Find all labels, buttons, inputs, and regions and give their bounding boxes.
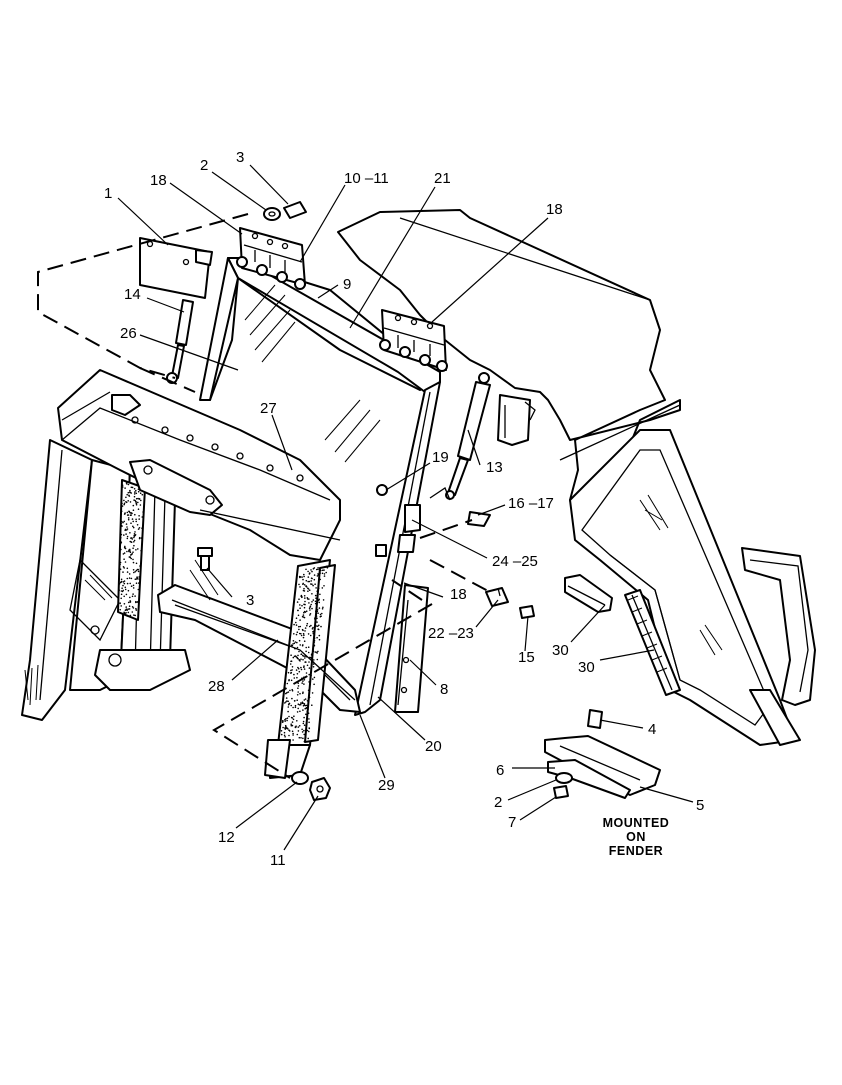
callout-5: 5 — [696, 797, 704, 814]
callout-27: 27 — [260, 400, 277, 417]
callout-9: 9 — [343, 276, 351, 293]
callout-19: 19 — [432, 449, 449, 466]
gas-strut-right — [445, 372, 536, 500]
lower-door-frame — [171, 599, 356, 779]
callout-4: 4 — [648, 721, 656, 738]
callout-16-17: 16 –17 — [508, 495, 554, 512]
callout-21: 21 — [434, 170, 451, 187]
callout-20: 20 — [425, 738, 442, 755]
cab-roof-shell — [337, 209, 681, 531]
callout-10-11: 10 –11 — [344, 170, 389, 187]
note-line-2: ON — [626, 830, 646, 844]
channel-seal-long — [624, 589, 681, 696]
header-crossbeam — [57, 369, 341, 561]
right-side-window — [569, 429, 816, 746]
callout-29: 29 — [378, 777, 395, 794]
callout-22-23: 22 –23 — [428, 625, 474, 642]
channel-seal-short — [564, 574, 613, 613]
callout-24-25: 24 –25 — [492, 553, 538, 570]
callout-15: 15 — [518, 649, 535, 666]
bolt-washer-top — [263, 201, 307, 221]
callout-12: 12 — [218, 829, 235, 846]
right-channel — [394, 584, 429, 713]
callout-labels: 1 2 3 18 10 –11 21 18 14 9 26 27 19 13 1… — [104, 149, 704, 869]
hinge-left — [236, 227, 306, 290]
callout-1: 1 — [104, 185, 112, 202]
leader-lines — [117, 164, 694, 851]
phantom-lines — [37, 213, 491, 779]
callout-18: 18 — [546, 201, 563, 218]
callout-18: 18 — [150, 172, 167, 189]
nut-washer-bottom — [291, 771, 331, 801]
callout-11: 11 — [270, 852, 286, 869]
callout-26: 26 — [120, 325, 137, 342]
callout-18: 18 — [450, 586, 467, 603]
callout-3: 3 — [236, 149, 244, 166]
callout-30: 30 — [552, 642, 569, 659]
note-line-1: MOUNTED — [603, 816, 670, 830]
callout-2: 2 — [200, 157, 208, 174]
bracket — [139, 237, 213, 299]
callout-3: 3 — [246, 592, 254, 609]
striker-bolt — [485, 587, 535, 619]
fender-latch — [544, 709, 661, 799]
callout-28: 28 — [208, 678, 225, 695]
callout-30: 30 — [578, 659, 595, 676]
gas-strut-left — [166, 299, 194, 384]
callout-7: 7 — [508, 814, 516, 831]
callout-13: 13 — [486, 459, 503, 476]
bolt-lower — [197, 547, 213, 571]
hinge-right — [379, 309, 448, 372]
mounted-on-fender-note: MOUNTED ON FENDER — [603, 816, 670, 858]
callout-6: 6 — [496, 762, 504, 779]
door-seal-post — [269, 559, 336, 779]
callout-8: 8 — [440, 681, 448, 698]
left-seal-strip — [117, 479, 146, 621]
callout-2: 2 — [494, 794, 502, 811]
callout-14: 14 — [124, 286, 141, 303]
note-line-3: FENDER — [609, 844, 663, 858]
